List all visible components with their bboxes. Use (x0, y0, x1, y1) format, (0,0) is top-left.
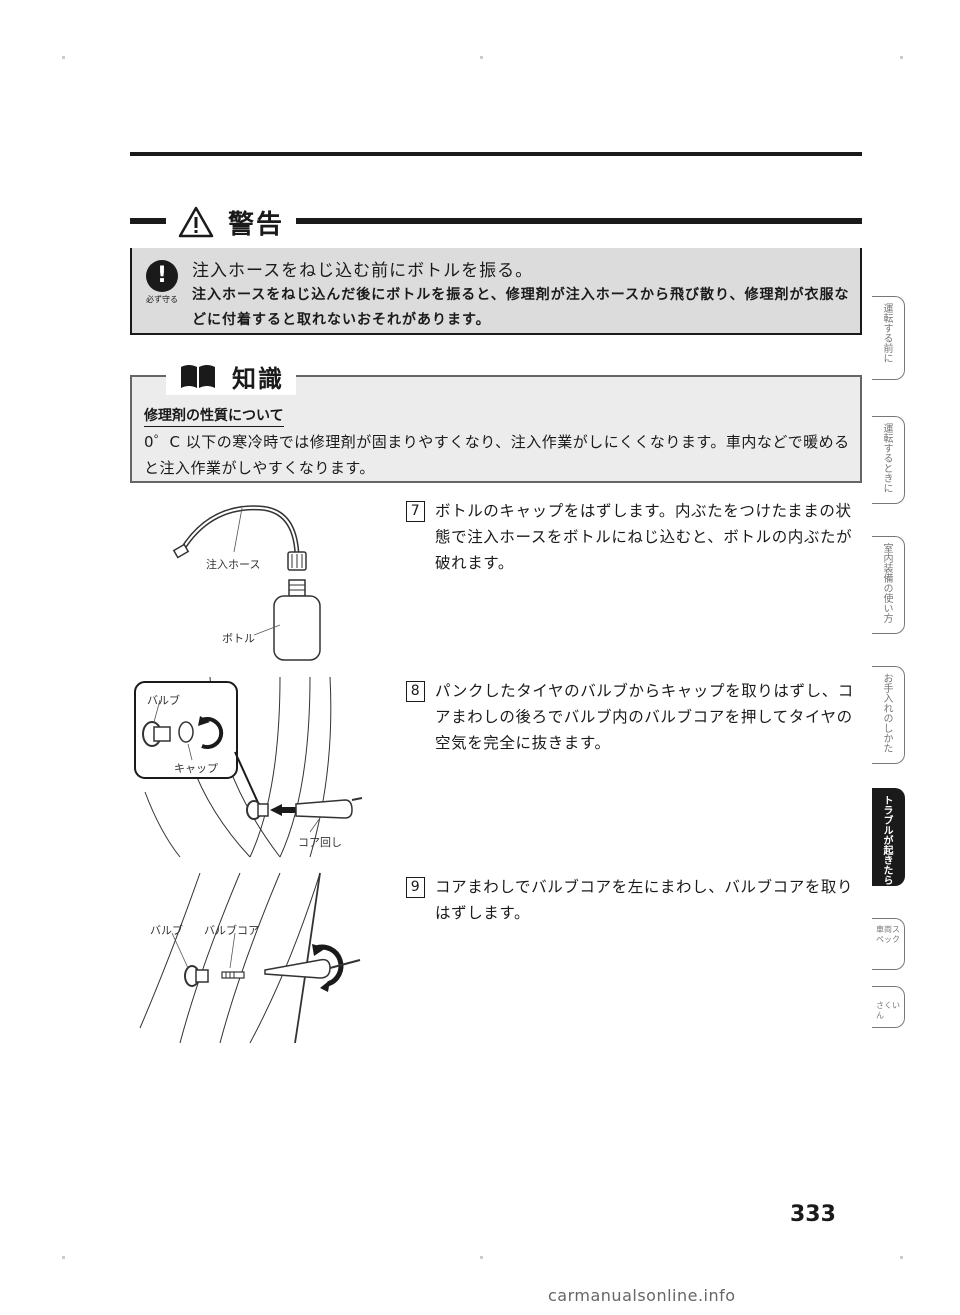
valve-core-removal-illustration (130, 868, 380, 1048)
step-8: 8 パンクしたタイヤのバルブからキャップを取りはずし、コアまわしの後ろでバルブ内… (406, 678, 858, 756)
step-text: コアまわしでバルブコアを左にまわし、バルブコアを取りはずします。 (435, 878, 854, 922)
valve-label: バルブ (147, 694, 180, 707)
tab-while-driving[interactable]: 運転するときに (872, 416, 905, 504)
tab-label: 室内装備の使い方 (881, 543, 892, 623)
step-number: 8 (406, 681, 425, 702)
cap-label: キャップ (174, 762, 218, 775)
tab-before-driving[interactable]: 運転する前に (872, 296, 905, 380)
hose-label: 注入ホース (206, 558, 261, 571)
warning-title: 警告 (228, 209, 285, 240)
tab-label: 運転する前に (881, 303, 892, 363)
warning-top-bar (130, 218, 862, 224)
step-7: 7 ボトルのキャップをはずします。内ぶたをつけたままの状態で注入ホースをボトルに… (406, 498, 858, 576)
step-number: 7 (406, 501, 425, 522)
warning-body: ! 必ず守る 注入ホースをねじ込む前にボトルを振る。 注入ホースをねじ込んだ後に… (130, 248, 862, 335)
knowledge-title-box: 知識 (166, 357, 296, 395)
knowledge-box: 修理剤の性質について 0゜C 以下の寒冷時では修理剤が固まりやすくなり、注入作業… (130, 357, 862, 483)
knowledge-frame: 修理剤の性質について 0゜C 以下の寒冷時では修理剤が固まりやすくなり、注入作業… (130, 375, 862, 483)
top-rule (130, 152, 862, 156)
crop-mark (900, 1256, 903, 1259)
warning-description: 注入ホースをねじ込んだ後にボトルを振ると、修理剤が注入ホースから飛び散り、修理剤… (192, 287, 850, 328)
tab-trouble[interactable]: トラブルが起きたら (872, 788, 905, 886)
must-do-label: 必ず守る (146, 295, 178, 304)
knowledge-title: 知識 (232, 364, 284, 393)
step-text: ボトルのキャップをはずします。内ぶたをつけたままの状態で注入ホースをボトルにねじ… (435, 502, 853, 572)
tab-maintenance[interactable]: お手入れのしかた (872, 666, 905, 764)
crop-mark (62, 1256, 65, 1259)
knowledge-body: 0゜C 以下の寒冷時では修理剤が固まりやすくなり、注入作業がしにくくなります。車… (144, 433, 850, 477)
warning-heading: 注入ホースをねじ込む前にボトルを振る。 (192, 261, 534, 281)
valve-core-label: バルブコア (204, 924, 259, 937)
tab-vehicle-spec[interactable]: 車両スペック (872, 918, 905, 970)
crop-mark (62, 56, 65, 59)
tab-index[interactable]: さくいん (872, 986, 905, 1028)
must-do-mark: ! 必ず守る (142, 260, 182, 305)
crop-mark (900, 56, 903, 59)
crop-mark (480, 56, 483, 59)
tab-label: さくいん (876, 1001, 900, 1020)
step-number: 9 (406, 877, 425, 898)
tab-interior-equipment[interactable]: 室内装備の使い方 (872, 536, 905, 634)
hose-bottle-illustration (170, 500, 340, 670)
warning-title-box: 警告 (166, 200, 297, 244)
valve-cap-illustration (130, 672, 370, 862)
tab-label: トラブルが起きたら (881, 795, 892, 885)
step-text: パンクしたタイヤのバルブからキャップを取りはずし、コアまわしの後ろでバルブ内のバ… (435, 682, 854, 752)
warning-box: ! 必ず守る 注入ホースをねじ込む前にボトルを振る。 注入ホースをねじ込んだ後に… (130, 200, 862, 335)
knowledge-subheading: 修理剤の性質について (144, 405, 284, 427)
core-tool-label: コア回し (298, 836, 342, 849)
book-icon (181, 365, 215, 388)
tab-label: 車両スペック (876, 925, 900, 944)
warning-triangle-icon (178, 206, 214, 238)
crop-mark (480, 1256, 483, 1259)
watermark: carmanualsonline.info (548, 1286, 736, 1305)
bottle-label: ボトル (222, 632, 255, 645)
tab-label: 運転するときに (881, 423, 892, 493)
page-number: 333 (790, 1202, 836, 1227)
exclamation-icon: ! (146, 260, 178, 292)
step-9: 9 コアまわしでバルブコアを左にまわし、バルブコアを取りはずします。 (406, 874, 858, 926)
tab-label: お手入れのしかた (881, 673, 892, 753)
valve-label-2: バルブ (150, 924, 183, 937)
